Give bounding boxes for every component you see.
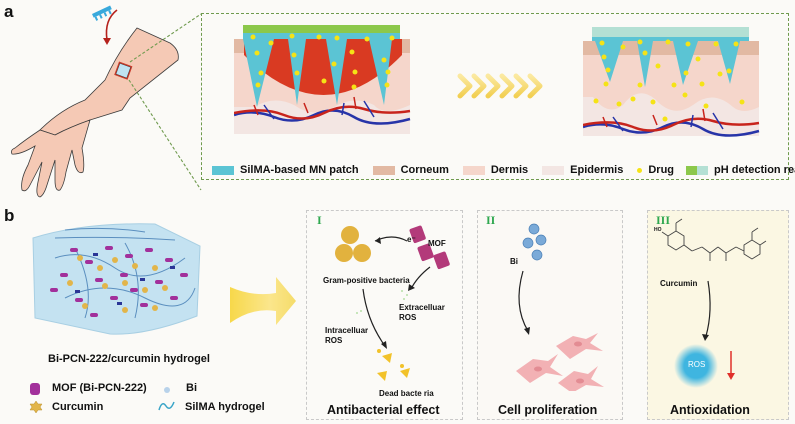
dead-bacteria-icon bbox=[377, 349, 410, 381]
subpanel-numeral: III bbox=[656, 213, 671, 227]
blood-vessels-after bbox=[583, 108, 760, 137]
cell-proliferation-diagram bbox=[516, 223, 604, 391]
skin-section-after bbox=[583, 27, 760, 137]
blood-vessels-before bbox=[234, 96, 411, 125]
patch-swatch bbox=[212, 165, 234, 175]
legend-label: pH detection reagent bbox=[714, 164, 795, 176]
legend-label: Corneum bbox=[400, 164, 449, 176]
skin-section-before bbox=[234, 25, 411, 134]
curcumin-structure-icon bbox=[661, 218, 767, 388]
big-arrow-icon bbox=[230, 277, 296, 325]
subpanel-cell-proliferation: II Bi Cell proliferation bbox=[477, 210, 623, 420]
hydrogel-illustration bbox=[32, 223, 201, 335]
ph-reagent-layer-after bbox=[592, 27, 749, 37]
bi-to-cells-arrow bbox=[518, 270, 529, 332]
arm-illustration bbox=[11, 5, 202, 198]
subpanel-title: Cell proliferation bbox=[498, 403, 598, 417]
zoom-box bbox=[201, 13, 789, 180]
subpanel-numeral: I bbox=[317, 213, 322, 227]
cell-icon bbox=[516, 333, 604, 391]
dermis-swatch bbox=[462, 165, 485, 175]
chevron-arrow-icon bbox=[457, 73, 543, 99]
mof-to-ros-arrow bbox=[410, 266, 431, 290]
subpanel-antibacterial: I e⁻ MOF Gram-positive bacteria Extracel… bbox=[306, 210, 463, 420]
legend-label: Drug bbox=[648, 164, 675, 176]
drug-dot-icon bbox=[637, 167, 643, 173]
bi-label: Bi bbox=[510, 257, 518, 266]
gram-positive-bacteria-icon bbox=[335, 226, 371, 262]
forearm bbox=[39, 27, 179, 136]
curcumin-star-icon bbox=[29, 400, 43, 414]
bacteria-to-dead-arrow bbox=[362, 288, 386, 347]
microneedle-array-before bbox=[243, 33, 400, 107]
curcumin-label: Curcumin bbox=[660, 279, 698, 288]
microneedle-array-after bbox=[592, 37, 749, 87]
legend-label: Dermis bbox=[490, 164, 529, 176]
hydrogel-caption: Bi-PCN-222/curcumin hydrogel bbox=[48, 353, 210, 365]
antibacterial-diagram bbox=[335, 225, 450, 381]
mof-crystal-icon bbox=[409, 225, 450, 270]
legend-label: Bi bbox=[186, 382, 197, 394]
legend-label: SilMA-based MN patch bbox=[240, 164, 359, 176]
intracellular-ros-label: Intracelluar ROS bbox=[325, 326, 369, 345]
legend-label: Epidermis bbox=[570, 164, 624, 176]
hand bbox=[11, 119, 91, 198]
epidermis-swatch bbox=[542, 165, 565, 175]
ros-label: ROS bbox=[688, 360, 706, 369]
microneedle-comb-icon bbox=[92, 5, 112, 21]
ph-reagent-swatch bbox=[686, 165, 709, 175]
subpanel-title: Antioxidation bbox=[670, 403, 750, 417]
legend-label: SilMA hydrogel bbox=[185, 401, 265, 413]
subpanel-numeral: II bbox=[486, 213, 496, 227]
extracellular-ros-label: Extracelluar ROS bbox=[399, 303, 445, 322]
legend-label: MOF (Bi-PCN-222) bbox=[52, 382, 147, 394]
legend-label: Curcumin bbox=[52, 401, 104, 413]
hydrogel-wave-icon bbox=[158, 401, 175, 411]
bi-sphere-icon bbox=[164, 387, 170, 393]
curcumin-to-ros-arrow bbox=[705, 280, 711, 337]
ros-bubble-icon bbox=[674, 344, 718, 388]
subpanel-antioxidation: III HO Curcumin ROS Antioxidation bbox=[647, 210, 789, 420]
apply-arrow-icon bbox=[105, 9, 118, 41]
hydroxyl-label: HO bbox=[654, 227, 662, 233]
mof-label: MOF bbox=[428, 239, 446, 248]
legend-panel-a: SilMA-based MN patch Corneum Dermis Epid… bbox=[212, 162, 795, 178]
bi-spheres-icon bbox=[522, 223, 547, 261]
electron-label: e⁻ bbox=[407, 235, 416, 244]
gram-positive-label: Gram-positive bacteria bbox=[323, 276, 410, 285]
wrist-patch bbox=[114, 61, 133, 80]
panel-b-label: b bbox=[4, 206, 15, 225]
mof-cylinder-icon bbox=[30, 383, 40, 395]
ph-reagent-layer-before bbox=[243, 25, 400, 33]
corneum-swatch bbox=[372, 165, 395, 175]
dead-bacteria-label: Dead bacte ria bbox=[379, 389, 434, 398]
subpanel-title: Antibacterial effect bbox=[327, 403, 440, 417]
inflamed-region bbox=[244, 39, 402, 95]
panel-a-label: a bbox=[4, 2, 14, 21]
